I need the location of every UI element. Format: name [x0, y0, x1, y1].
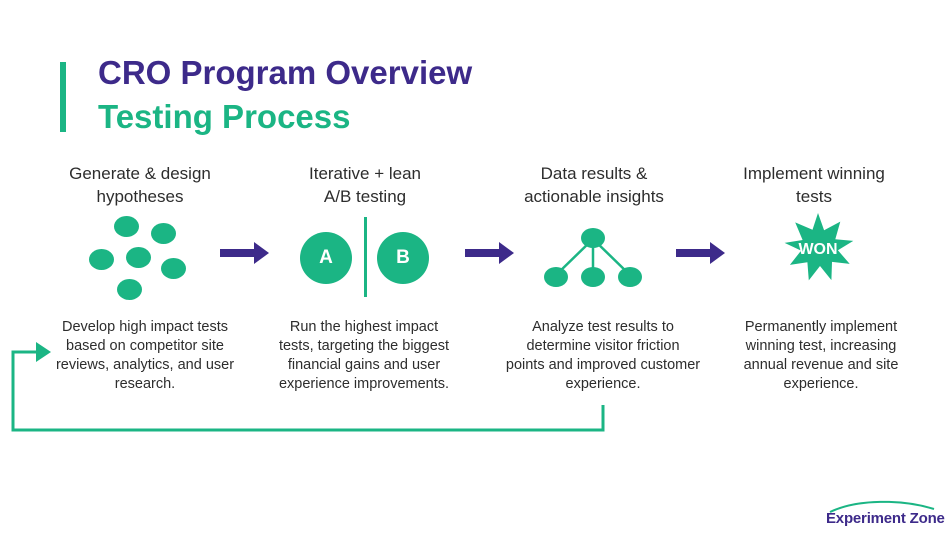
step-4-desc-line: winning test, increasing	[745, 338, 897, 354]
step-4-title-line-2: tests	[796, 187, 832, 206]
ab-divider	[364, 217, 367, 297]
title-accent-bar	[60, 62, 66, 132]
variant-b-circle: B	[377, 232, 429, 284]
blob-icon	[117, 279, 142, 300]
step-1-desc-line: Develop high impact tests	[61, 319, 229, 335]
step-2-description: Run the highest impact tests, targeting …	[259, 318, 469, 394]
step-1-desc-line: research.	[114, 376, 176, 392]
arrow-right-icon	[220, 242, 269, 264]
step-4-title: Implement winning tests	[714, 162, 914, 208]
experiment-zone-logo: Experiment Zone	[822, 500, 947, 532]
step-4-desc-line: experience.	[783, 376, 859, 392]
step-4-desc-line: annual revenue and site	[743, 357, 899, 373]
step-2-title-line-2: A/B testing	[323, 187, 407, 206]
logo-swoosh-icon	[829, 500, 935, 513]
step-2-desc-line: experience improvements.	[278, 376, 450, 392]
step-1-description: Develop high impact tests based on compe…	[40, 318, 250, 394]
step-4-description: Permanently implement winning test, incr…	[716, 318, 926, 394]
step-1-title: Generate & design hypotheses	[40, 162, 240, 208]
step-3-title: Data results & actionable insights	[494, 162, 694, 208]
blob-icon	[114, 216, 139, 237]
step-1-desc-line: based on competitor site	[66, 338, 224, 354]
step-4-desc-line: Permanently implement	[744, 319, 898, 335]
star-badge-icon	[784, 213, 854, 281]
step-2-desc-line: financial gains and user	[287, 357, 441, 373]
step-1-title-line-1: Generate & design	[69, 164, 211, 183]
won-badge-label: WON	[798, 241, 838, 258]
step-3-description: Analyze test results to determine visito…	[488, 318, 718, 394]
step-2-title: Iterative + lean A/B testing	[265, 162, 465, 208]
arrow-right-icon	[676, 242, 725, 264]
page-subtitle: Testing Process	[98, 98, 351, 135]
step-4-title-line-1: Implement winning	[743, 164, 885, 183]
step-3-desc-line: Analyze test results to	[532, 319, 674, 335]
blob-icon	[126, 247, 151, 268]
step-3-desc-line: experience.	[565, 376, 641, 392]
step-2-desc-line: tests, targeting the biggest	[278, 338, 450, 354]
step-2-desc-line: Run the highest impact	[289, 319, 439, 335]
arrow-right-icon	[465, 242, 514, 264]
step-3-title-line-2: actionable insights	[524, 187, 664, 206]
blob-icon	[151, 223, 176, 244]
step-3-desc-line: determine visitor friction	[526, 338, 680, 354]
step-1-title-line-2: hypotheses	[96, 187, 184, 206]
step-3-desc-line: points and improved customer	[505, 357, 701, 373]
blob-icon	[89, 249, 114, 270]
tree-node-icon	[544, 228, 642, 287]
step-2-title-line-1: Iterative + lean	[309, 164, 421, 183]
loop-back-arrow-icon	[11, 342, 605, 432]
page-title: CRO Program Overview	[98, 54, 473, 91]
variant-a-circle: A	[300, 232, 352, 284]
logo-text: Experiment Zone	[826, 510, 945, 527]
blob-icon	[161, 258, 186, 279]
step-1-desc-line: reviews, analytics, and user	[55, 357, 235, 373]
step-3-title-line-1: Data results &	[540, 164, 648, 183]
